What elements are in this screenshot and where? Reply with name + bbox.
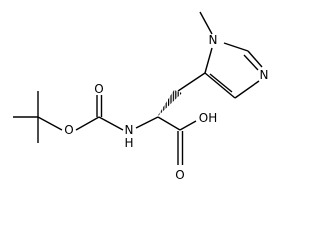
bond-carbonyl-nitrogen: [98, 116, 124, 131]
structure-svg: N N O O N H OH O: [13, 11, 268, 182]
molecule-diagram: N N O O N H OH O: [13, 11, 268, 182]
atom-oh-acid: OH: [199, 111, 217, 125]
bond-c4-c5-b: [209, 73, 233, 93]
amino-acid-backbone: [135, 90, 197, 165]
atom-labels: N N O O N H OH O: [64, 33, 268, 182]
bond-n-methyl: [199, 11, 213, 35]
hashed-wedge-bond: [157, 90, 182, 117]
boc-carbamate: [75, 95, 124, 131]
atom-o-carbonyl-acid: O: [175, 168, 184, 182]
bond-alpha-carboxyl: [157, 116, 181, 131]
bond-n3-c4: [234, 80, 260, 99]
bond-c2-n3-a: [247, 50, 263, 68]
bond-c2-n3-b: [243, 54, 259, 71]
bond-c5-n1: [204, 47, 213, 74]
atom-n-carbamate: N: [125, 123, 134, 137]
atom-n-methyl: N: [209, 33, 218, 47]
imidazole-ring: [204, 42, 263, 99]
atom-o-carbonyl-boc: O: [94, 82, 103, 96]
bond-n1-c2: [223, 42, 249, 52]
tert-butyl-group: [13, 91, 63, 143]
atom-h-carbamate: H: [124, 136, 133, 150]
bond-beta-ring: [177, 72, 206, 92]
atom-o-ester: O: [64, 123, 73, 137]
bond-tbu-oxygen: [37, 116, 63, 131]
bond-o-carbonyl: [75, 116, 100, 131]
bond-carboxyl-oh: [179, 120, 197, 131]
bond-c4-c5-a: [204, 72, 236, 99]
atom-n-imidazole: N: [260, 68, 269, 82]
bond-nitrogen-alpha: [135, 116, 159, 129]
